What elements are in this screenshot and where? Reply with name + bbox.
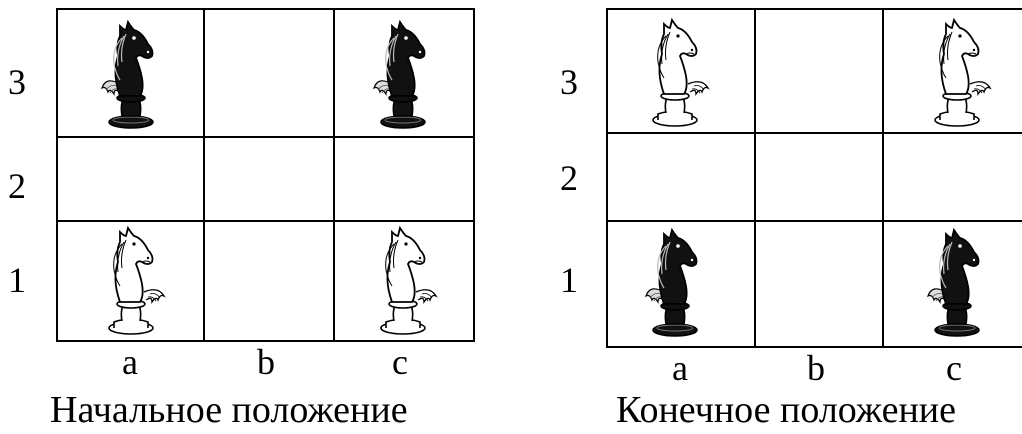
square-b1: [205, 222, 335, 340]
rank-label-3: 3: [560, 62, 578, 102]
black-knight-icon: [98, 14, 168, 132]
white-knight-icon: [98, 220, 168, 338]
square-c3: [335, 10, 473, 138]
square-b2: [756, 134, 884, 222]
file-label-a: a: [122, 342, 138, 382]
file-label-c: c: [392, 342, 408, 382]
square-b2: [205, 138, 335, 222]
square-b1: [756, 222, 884, 346]
board-right: [606, 8, 1022, 348]
square-a3: [58, 10, 205, 138]
file-label-b: b: [807, 348, 825, 388]
file-label-a: a: [672, 348, 688, 388]
file-label-b: b: [257, 342, 275, 382]
board-left: [56, 8, 475, 342]
black-knight-icon: [924, 222, 994, 340]
rank-label-1: 1: [560, 260, 578, 300]
black-knight-icon: [370, 14, 440, 132]
rank-label-2: 2: [560, 158, 578, 198]
caption-final-position: Конечное положение: [616, 389, 956, 431]
caption-initial-position: Начальное положение: [50, 389, 408, 431]
square-a1: [608, 222, 756, 346]
white-knight-icon: [642, 12, 712, 130]
square-b3: [756, 10, 884, 134]
square-a1: [58, 222, 205, 340]
rank-label-3: 3: [8, 62, 26, 102]
square-c2: [335, 138, 473, 222]
square-c3: [884, 10, 1022, 134]
square-a2: [58, 138, 205, 222]
square-a2: [608, 134, 756, 222]
white-knight-icon: [924, 12, 994, 130]
rank-label-2: 2: [8, 166, 26, 206]
file-label-c: c: [946, 348, 962, 388]
square-c2: [884, 134, 1022, 222]
white-knight-icon: [370, 220, 440, 338]
rank-label-1: 1: [8, 260, 26, 300]
square-a3: [608, 10, 756, 134]
black-knight-icon: [642, 222, 712, 340]
square-b3: [205, 10, 335, 138]
